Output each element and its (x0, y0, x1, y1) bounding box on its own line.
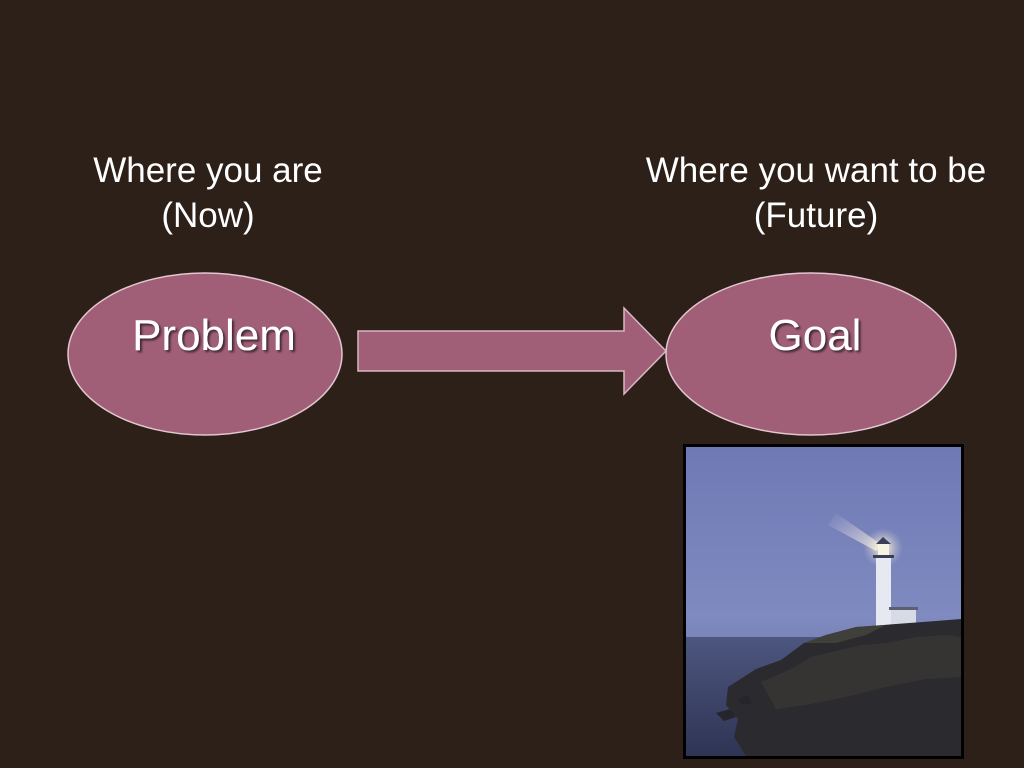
goal-label: Goal (769, 311, 862, 360)
lighthouse-photo (683, 444, 964, 759)
problem-label: Problem (132, 311, 296, 360)
current-state-subtitle: (Now) (161, 196, 255, 235)
future-state-caption: Where you want to be (Future) (606, 148, 1024, 238)
problem-node (67, 272, 343, 436)
current-state-caption: Where you are (Now) (58, 148, 358, 238)
future-state-title: Where you want to be (645, 151, 987, 190)
current-state-title: Where you are (93, 151, 323, 190)
arrow-right-icon (357, 306, 668, 396)
future-state-subtitle: (Future) (753, 196, 879, 235)
lighthouse-icon (686, 447, 961, 756)
goal-node (665, 272, 957, 436)
